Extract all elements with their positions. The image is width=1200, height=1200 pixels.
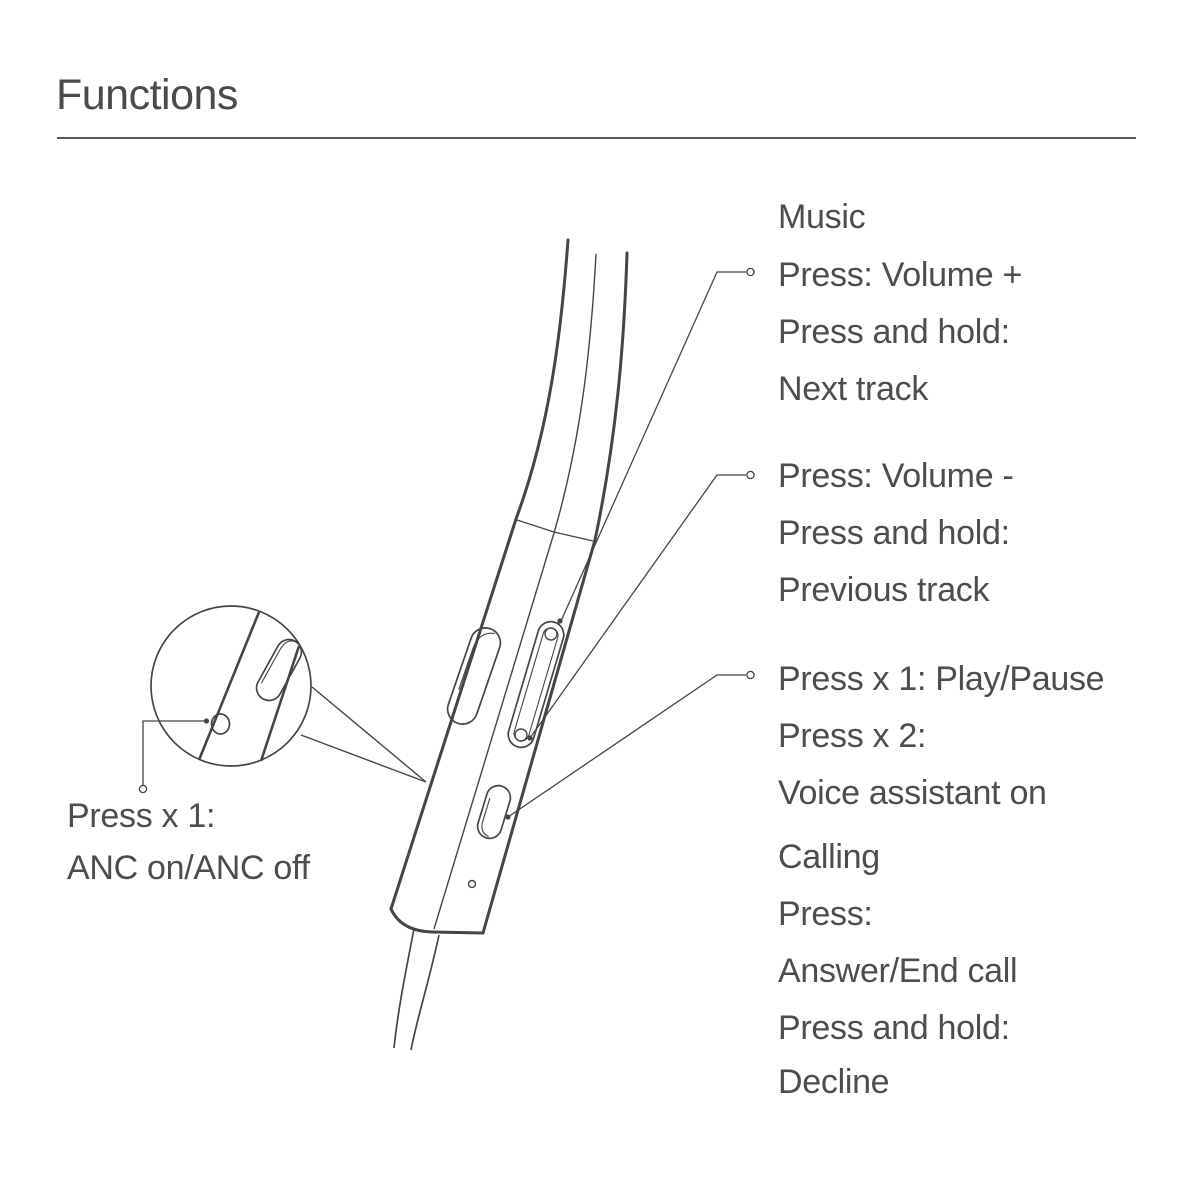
call-press-label: Press: (778, 895, 873, 933)
volume-down-hold-label: Press and hold: (778, 514, 1010, 552)
anc-button-magnified (210, 713, 231, 735)
module-bottom-edge (389, 907, 485, 935)
volume-rocker-magnified (255, 638, 303, 702)
previous-track-label: Previous track (778, 571, 990, 609)
volume-up-press-label: Press: Volume + (778, 256, 1023, 294)
volume-up-hold-label: Press and hold: (778, 313, 1010, 351)
leader-anc (138, 718, 210, 794)
voice-assistant-label: Voice assistant on (778, 774, 1047, 812)
magnifier-circle (150, 605, 312, 767)
title-divider (57, 137, 1136, 139)
answer-end-call-label: Answer/End call (778, 952, 1018, 990)
leader-play-pause (505, 670, 755, 820)
volume-up-dot (544, 627, 558, 641)
volume-down-dot (514, 728, 528, 742)
double-press-label: Press x 2: (778, 717, 927, 755)
leader-volume-up (557, 267, 755, 624)
magnifier-callout (150, 605, 427, 783)
cable (393, 928, 440, 1051)
leader-lines (138, 267, 755, 820)
mic-hole-icon (467, 879, 477, 889)
leader-volume-down (527, 470, 755, 741)
magnifier-wedge (300, 686, 427, 783)
play-pause-label: Press x 1: Play/Pause (778, 660, 1105, 698)
anc-action-label: ANC on/ANC off (67, 849, 310, 887)
volume-rocker-button (446, 627, 502, 725)
calling-heading: Calling (778, 838, 880, 876)
page-title: Functions (56, 71, 238, 119)
volume-slider (507, 620, 565, 749)
anc-press-label: Press x 1: (67, 797, 216, 835)
call-hold-label: Press and hold: (778, 1009, 1010, 1047)
decline-label: Decline (778, 1063, 890, 1101)
volume-down-press-label: Press: Volume - (778, 457, 1014, 495)
next-track-label: Next track (778, 370, 929, 408)
music-heading: Music (778, 198, 866, 236)
play-pause-button (476, 784, 512, 840)
neckband-outline (389, 238, 629, 935)
module-seam-line (516, 519, 594, 542)
